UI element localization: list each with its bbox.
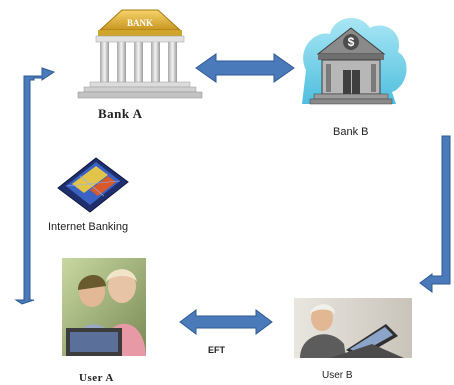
arrow-user-a-to-bank-a [14,67,56,305]
internet-banking-label: Internet Banking [48,221,129,233]
eft-label: EFT [208,345,225,355]
bank-a-label: Bank A [98,106,143,121]
user-b-photo [294,298,412,358]
bank-b-sign: $ [348,35,355,49]
user-a-label: User A [79,372,114,384]
bank-a-icon: BANK [77,9,203,99]
bank-b-icon: $ [302,17,407,105]
arrow-bank-b-to-user-b [419,135,451,293]
user-a-photo [62,258,146,356]
user-b-label: User B [322,370,353,381]
internet-banking-icon [57,157,129,213]
bidirectional-arrow-user-a-user-b [179,309,273,335]
bidirectional-arrow-bank-a-bank-b [195,53,295,83]
bank-b-label: Bank B [333,126,369,138]
bank-a-sign: BANK [127,18,153,28]
